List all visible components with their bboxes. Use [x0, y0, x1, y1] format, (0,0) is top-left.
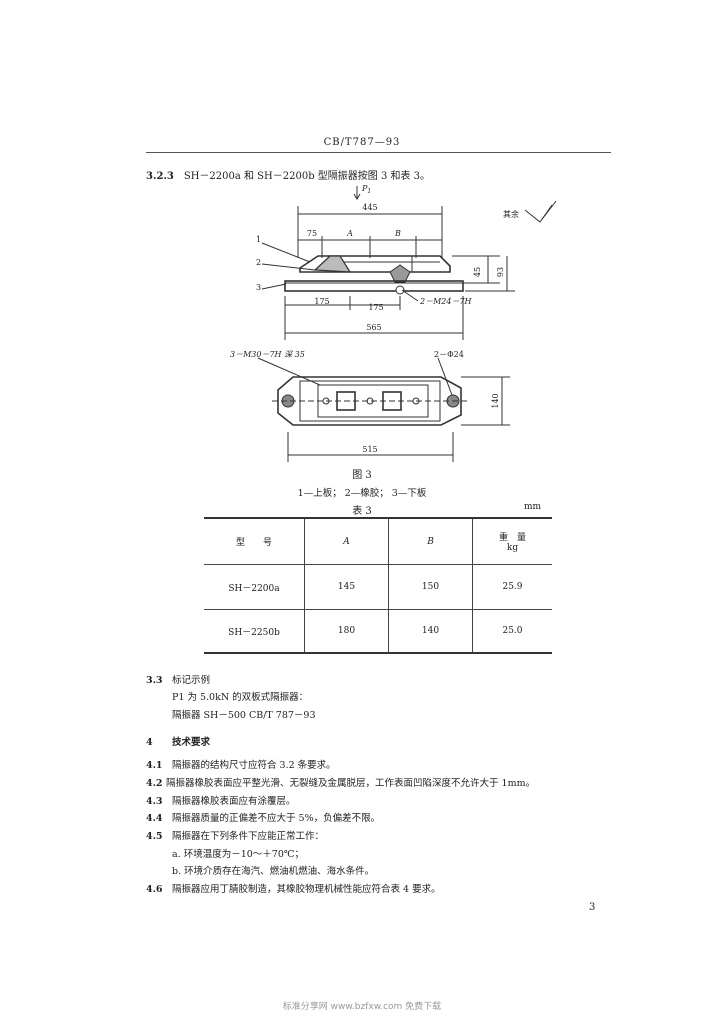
page-number: 3	[589, 902, 596, 913]
part-1-label: 1	[256, 235, 261, 244]
roughness-label: 其余	[503, 209, 519, 219]
marking-example-line1: P1 为 5.0kN 的双板式隔振器：	[172, 692, 309, 703]
bolt-label: 2－M24－7H	[419, 297, 473, 306]
figure-caption: 图 3	[352, 470, 372, 481]
dim-565: 565	[366, 323, 381, 332]
table-row: SH－2200a 145 150 25.9	[204, 564, 552, 610]
dim-175-right: 175	[368, 303, 383, 312]
figure-legend: 1—上板； 2—橡胶； 3—下板	[297, 488, 427, 499]
dim-93: 93	[496, 267, 505, 277]
hole-label: 3－M30－7H 深 35	[230, 350, 305, 359]
table-title: 表 3	[352, 506, 372, 517]
part-2-label: 2	[256, 258, 261, 267]
dim-a: A	[346, 229, 353, 238]
item-4-5-b: b. 环境介质存在海汽、燃油机燃油、海水条件。	[172, 866, 375, 877]
header-b: B	[388, 517, 473, 565]
section-number: 3.2.3	[146, 171, 174, 182]
header-a: A	[304, 517, 389, 565]
table-unit: mm	[524, 502, 542, 512]
dim-175-left: 175	[314, 297, 329, 306]
dim-75: 75	[307, 229, 317, 238]
dia-label: 2－Φ24	[434, 350, 464, 359]
item-4-5-a: a. 环境温度为－10～＋70℃；	[172, 849, 305, 860]
section-3-2-3: 3.2.3 SH－2200a 和 SH－2200b 型隔振器按图 3 和表 3。	[146, 167, 430, 182]
header-rule	[146, 152, 611, 153]
part-3-label: 3	[256, 283, 261, 292]
dim-b: B	[394, 229, 401, 238]
dim-445: 445	[362, 203, 377, 212]
load-label: P1	[361, 184, 371, 195]
section-text: SH－2200a 和 SH－2200b 型隔振器按图 3 和表 3。	[183, 171, 431, 182]
table-row: SH－2250b 180 140 25.0	[204, 609, 552, 654]
page-header: CB/T787—93	[323, 137, 401, 148]
header-model: 型 号	[204, 517, 305, 565]
marking-example-line2: 隔振器 SH－500 CB/T 787－93	[172, 710, 316, 721]
watermark: 标准分享网 www.bzfxw.com 免费下载	[282, 1002, 442, 1012]
dim-515: 515	[362, 445, 377, 454]
dim-45: 45	[473, 267, 482, 277]
dim-140: 140	[491, 393, 500, 408]
